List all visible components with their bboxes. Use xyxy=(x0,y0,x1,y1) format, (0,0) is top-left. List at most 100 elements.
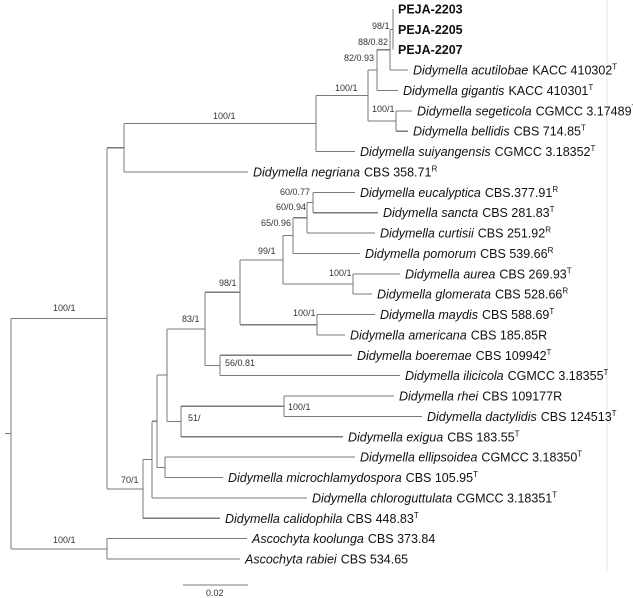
taxon-name: Ascochyta rabiei xyxy=(244,552,338,566)
type-superscript: T xyxy=(547,348,552,357)
support-value: 98/1 xyxy=(372,21,390,31)
support-value: 51/ xyxy=(188,413,201,423)
taxon-name: Didymella ilicicola xyxy=(405,369,504,383)
type-superscript: T xyxy=(612,63,617,72)
taxon-name: Didymella microchlamydospora xyxy=(228,471,402,485)
taxon-name: Didymella negriana xyxy=(253,165,360,179)
support-value: 99/1 xyxy=(258,246,276,256)
type-superscript: T xyxy=(550,205,555,214)
type-superscript: T xyxy=(515,429,520,438)
support-value: 88/0.82 xyxy=(358,37,388,47)
type-superscript: R xyxy=(431,164,437,173)
type-superscript: T xyxy=(567,266,572,275)
strain-id: CBS 109942 xyxy=(476,349,547,363)
taxon-label: Didymella segeticola CGMCC 3.17489T xyxy=(417,103,633,118)
support-value: 82/0.93 xyxy=(344,53,374,63)
type-superscript: T xyxy=(473,470,478,479)
taxon-label: Didymella negriana CBS 358.71R xyxy=(253,164,437,179)
taxon-label: Didymella ilicicola CGMCC 3.18355T xyxy=(405,368,609,383)
taxon-label: Didymella bellidis CBS 714.85T xyxy=(413,124,586,139)
taxon-name: Didymella pomorum xyxy=(365,247,476,261)
type-superscript: T xyxy=(588,83,593,92)
support-value: 100/1 xyxy=(372,104,395,114)
type-superscript: T xyxy=(581,124,586,133)
strain-id: CGMCC 3.18350 xyxy=(481,451,577,465)
type-superscript: T xyxy=(632,103,633,112)
taxon-name: Didymella glomerata xyxy=(377,288,491,302)
support-value: 100/1 xyxy=(213,111,236,121)
taxon-name: Didymella boeremae xyxy=(357,349,472,363)
taxon-name: Ascochyta koolunga xyxy=(251,532,364,546)
strain-id: CBS 251.92 xyxy=(478,227,545,241)
strain-id: CBS 358.71 xyxy=(364,165,431,179)
taxon-label: Didymella boeremae CBS 109942T xyxy=(357,348,552,363)
taxon-name: Didymella ellipsoidea xyxy=(360,451,477,465)
support-value: 65/0.96 xyxy=(261,218,291,228)
taxon-label: PEJA-2207 xyxy=(398,43,463,57)
type-superscript: T xyxy=(577,450,582,459)
support-value: 100/1 xyxy=(335,83,358,93)
taxon-name: Didymella segeticola xyxy=(417,104,532,118)
support-value: 100/1 xyxy=(293,308,316,318)
branches xyxy=(5,9,422,560)
support-value: 60/0.77 xyxy=(280,187,310,197)
taxon-label: Ascochyta koolunga CBS 373.84 xyxy=(251,532,435,546)
taxon-name: Didymella rhei xyxy=(399,390,479,404)
strain-id: KACC 410301 xyxy=(508,84,588,98)
taxon-name: Didymella sancta xyxy=(383,206,478,220)
type-superscript: T xyxy=(612,409,617,418)
scale-bar: 0.02 xyxy=(183,584,248,598)
taxon-name: Didymella eucalyptica xyxy=(360,186,481,200)
taxon-name: Didymella acutilobae xyxy=(413,64,528,78)
type-superscript: T xyxy=(552,490,557,499)
taxon-name: Didymella maydis xyxy=(380,308,478,322)
strain-id: CBS 373.84 xyxy=(368,532,435,546)
support-value: 98/1 xyxy=(219,278,237,288)
taxon-name: Didymella dactylidis xyxy=(427,410,537,424)
strain-id: CGMCC 3.18355 xyxy=(508,369,604,383)
taxon-name: Didymella americana xyxy=(350,328,467,342)
type-superscript: R xyxy=(545,226,551,235)
strain-id: CBS 124513 xyxy=(541,410,612,424)
taxon-label: Didymella gigantis KACC 410301T xyxy=(403,83,593,98)
support-value: 100/1 xyxy=(329,268,352,278)
support-value: 83/1 xyxy=(182,314,200,324)
taxon-name: Didymella calidophila xyxy=(225,512,342,526)
support-value: 60/0.94 xyxy=(276,202,306,212)
taxon-label: PEJA-2203 xyxy=(398,3,463,17)
strain-id: CBS 109177R xyxy=(482,390,562,404)
taxon-name: Didymella gigantis xyxy=(403,84,504,98)
taxon-name: PEJA-2203 xyxy=(398,3,463,17)
support-value: 100/1 xyxy=(53,535,76,545)
type-superscript: T xyxy=(604,368,609,377)
support-value: 70/1 xyxy=(121,475,139,485)
strain-id: CBS 539.66 xyxy=(480,247,547,261)
taxon-label: PEJA-2205 xyxy=(398,23,463,37)
taxon-name: Didymella chloroguttulata xyxy=(312,491,452,505)
strain-id: CBS 714.85 xyxy=(514,125,581,139)
strain-id: CGMCC 3.17489 xyxy=(536,104,632,118)
type-superscript: T xyxy=(414,511,419,520)
strain-id: CBS.377.91 xyxy=(485,186,552,200)
taxon-name: Didymella bellidis xyxy=(413,125,510,139)
taxon-label: Didymella dactylidis CBS 124513T xyxy=(427,409,617,424)
scale-bar-label: 0.02 xyxy=(206,588,224,598)
support-labels: 98/1 88/0.82 82/0.93 100/1 100/1 100/1 100/1 60… xyxy=(53,21,395,545)
taxon-name: Didymella suiyangensis xyxy=(360,145,491,159)
